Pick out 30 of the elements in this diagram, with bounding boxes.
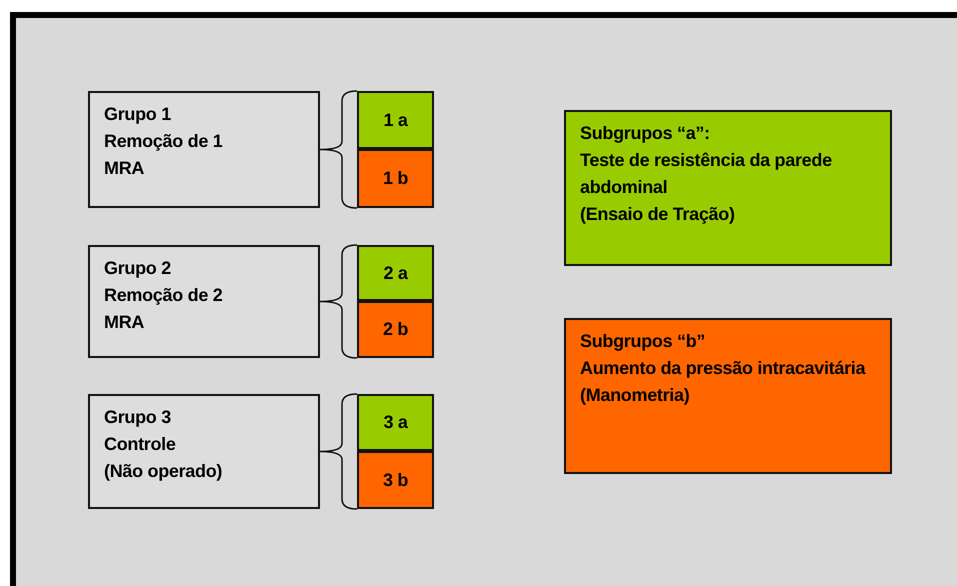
box-text: (Ensaio de Tração) <box>580 203 735 226</box>
subgroup-box <box>357 451 434 509</box>
box-text: Remoção de 2 MRA <box>104 284 224 334</box>
description-box <box>564 318 892 474</box>
group-box <box>88 245 320 358</box>
subgroup-label: 3 a <box>383 411 408 434</box>
subgroup-box <box>357 394 434 451</box>
box-text: Grupo 1 <box>104 103 171 126</box>
subgroup-box <box>357 301 434 358</box>
group-box <box>88 91 320 208</box>
box-text: Teste de resistência da parede abdominal <box>580 149 833 199</box>
box-text: Grupo 2 <box>104 257 171 280</box>
box-text: (Não operado) <box>104 460 222 483</box>
subgroup-label: 3 b <box>382 468 408 492</box>
subgroup-box <box>357 91 434 149</box>
box-text: Controle <box>104 433 176 456</box>
subgroup-label: 2 a <box>383 262 408 284</box>
box-text: Subgrupos “b” <box>580 330 706 353</box>
box-text: Grupo 3 <box>104 406 171 429</box>
subgroup-label: 2 b <box>382 318 408 341</box>
description-box <box>564 110 892 266</box>
box-text: Aumento da pressão intracavitária <box>580 357 866 380</box>
box-text: Subgrupos “a”: <box>580 122 710 145</box>
box-text: Remoção de 1 MRA <box>104 130 224 180</box>
subgroup-label: 1 a <box>383 108 408 132</box>
subgroup-label: 1 b <box>382 167 408 190</box>
subgroup-box <box>357 149 434 208</box>
group-box <box>88 394 320 509</box>
box-text: (Manometria) <box>580 384 690 407</box>
subgroup-box <box>357 245 434 301</box>
